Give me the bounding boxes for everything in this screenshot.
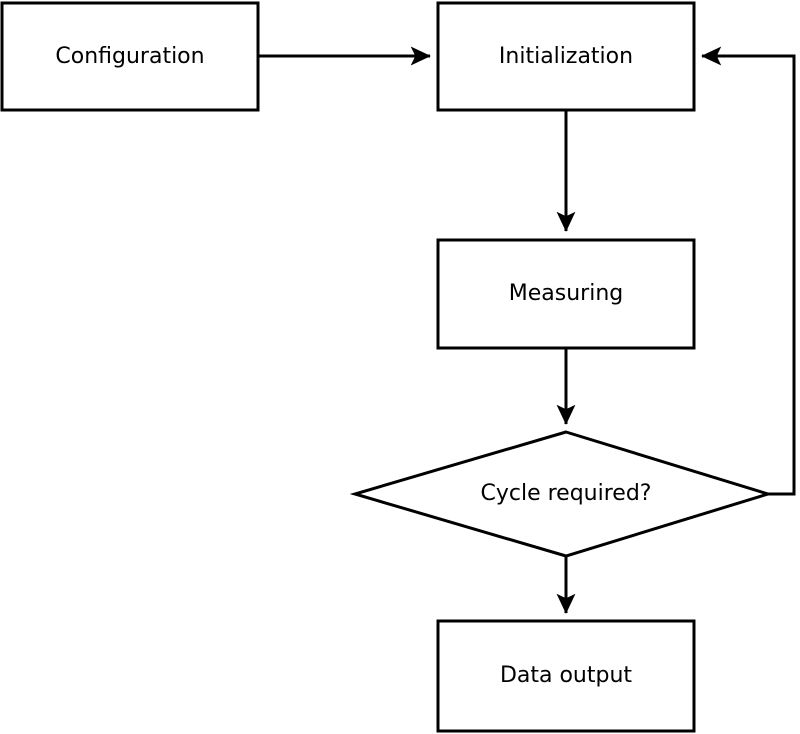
node-measuring[interactable]: [436, 238, 696, 350]
node-data-output[interactable]: [436, 619, 696, 733]
edge-cycle-required-to-initialization-feedback: [701, 46, 796, 496]
node-configuration[interactable]: [0, 1, 260, 112]
node-initialization[interactable]: [436, 1, 696, 112]
node-cycle-required[interactable]: [349, 430, 774, 558]
